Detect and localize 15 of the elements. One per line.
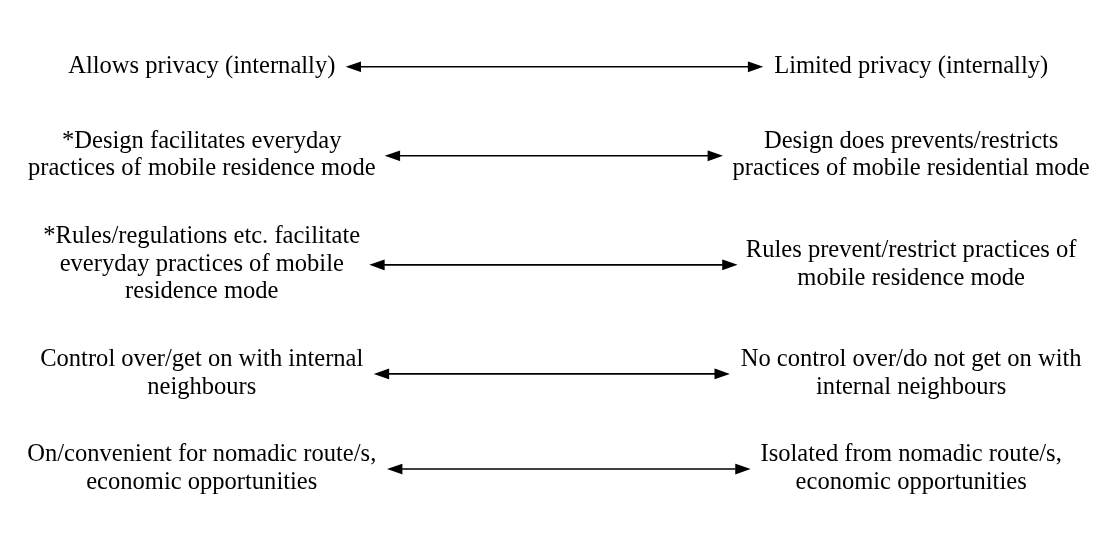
arrow (384, 150, 723, 162)
arrow (387, 463, 751, 475)
node-text: *Rules/regulations etc. facilitate everyday practices of mobile residence mode (43, 221, 361, 304)
node-text: Limited privacy (internally) (774, 50, 1049, 78)
node-text: Control over/get on with internal neighbours (40, 343, 364, 399)
node-text: *Design facilitates everyday practices of mobile residence mode (27, 125, 376, 181)
arrow (345, 61, 764, 73)
node-text: On/convenient for nomadic route/s, economic opportunities (27, 439, 377, 494)
node-text: Design does prevents/restricts practices of mobile residential mode (732, 125, 1090, 181)
node-text: Rules prevent/restrict practices of mobile residence mode (745, 234, 1077, 290)
node-text: Isolated from nomadic route/s, economic opportunities (760, 439, 1062, 494)
node-text: Allows privacy (internally) (68, 50, 336, 78)
arrow (373, 368, 730, 380)
arrow (369, 259, 738, 271)
node-text: No control over/do not get on with internal neighbours (740, 343, 1082, 399)
